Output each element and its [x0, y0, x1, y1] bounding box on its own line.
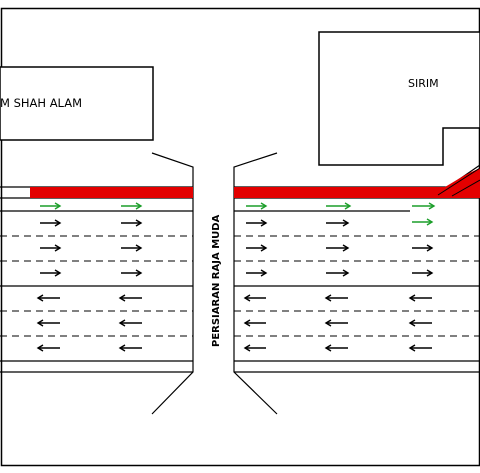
right-arrow-icon [121, 269, 143, 277]
right-arrow-icon [40, 244, 62, 252]
right-arrow-icon [326, 244, 350, 252]
left-arrow-icon [324, 319, 348, 327]
right-arrow-icon [326, 219, 350, 227]
lane-dividers-left [0, 235, 193, 337]
left-arrow-icon [243, 344, 266, 352]
left-arrow-icon [118, 294, 142, 302]
lane-dividers-right [234, 235, 480, 337]
building-right-label: SIRIM [408, 77, 439, 90]
left-arrow-icon [408, 319, 432, 327]
right-arrow-icon [326, 202, 352, 210]
building-left [0, 66, 154, 141]
right-arrow-icon [246, 244, 268, 252]
left-arrow-icon [324, 294, 348, 302]
shoulder-marking [30, 168, 480, 198]
left-arrow-icon [118, 344, 142, 352]
right-arrow-icon [40, 269, 62, 277]
right-arrow-icon [412, 218, 434, 226]
slip-lane-edges [437, 167, 480, 197]
cross-road-label: PERSIARAN RAJA MUDA [211, 214, 222, 347]
left-arrow-icon [36, 344, 60, 352]
right-arrow-icon [121, 202, 143, 210]
left-arrow-icon [36, 319, 60, 327]
right-arrow-icon [412, 269, 434, 277]
left-arrow-icon [118, 319, 142, 327]
right-arrow-icon [412, 202, 436, 210]
left-arrow-icon [408, 344, 432, 352]
right-arrow-icon [246, 269, 268, 277]
building-left-label: M SHAH ALAM [0, 96, 82, 110]
right-arrow-icon [246, 219, 268, 227]
left-arrow-icon [243, 319, 266, 327]
shoulder-marking-right [234, 172, 480, 198]
right-arrow-icon [121, 244, 143, 252]
left-arrow-icon [408, 294, 432, 302]
right-arrow-icon [40, 219, 62, 227]
left-arrow-icon [36, 294, 60, 302]
shoulder-marking-left [30, 187, 193, 198]
left-arrow-icon [243, 294, 266, 302]
left-arrow-icon [324, 344, 348, 352]
right-arrow-icon [246, 202, 268, 210]
right-arrow-icon [121, 219, 143, 227]
arrows-eastbound [40, 202, 436, 277]
slip-lane-marking [440, 168, 480, 190]
right-arrow-icon [40, 202, 62, 210]
right-arrow-icon [412, 244, 434, 252]
building-right [318, 31, 480, 166]
right-arrow-icon [326, 269, 350, 277]
arrows-westbound [36, 294, 432, 352]
